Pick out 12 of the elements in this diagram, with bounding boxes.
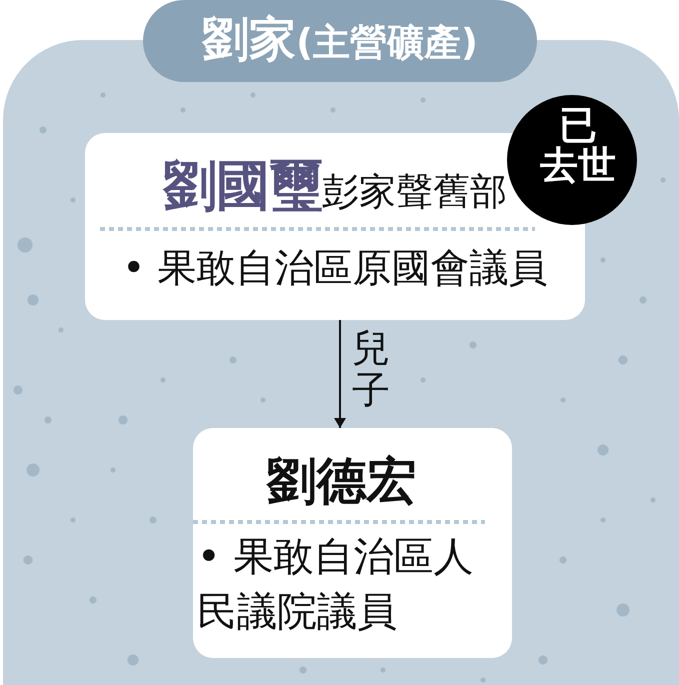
- role-text: • 果敢自治區人民議院議員: [196, 532, 474, 636]
- status-text: 已去世: [540, 106, 618, 186]
- arrow: [334, 320, 346, 428]
- person-note: 彭家聲舊部: [322, 171, 507, 214]
- edge-label: 兒子: [352, 328, 390, 412]
- role-text: • 果敢自治區原國會議員: [122, 245, 548, 292]
- family-panel: [3, 0, 679, 685]
- person-card: [193, 428, 512, 658]
- family-name: 劉家: [202, 12, 296, 68]
- family-business: (主營礦產): [296, 21, 478, 66]
- person-name: 劉國璽: [163, 155, 322, 218]
- person-name: 劉德宏: [266, 452, 416, 510]
